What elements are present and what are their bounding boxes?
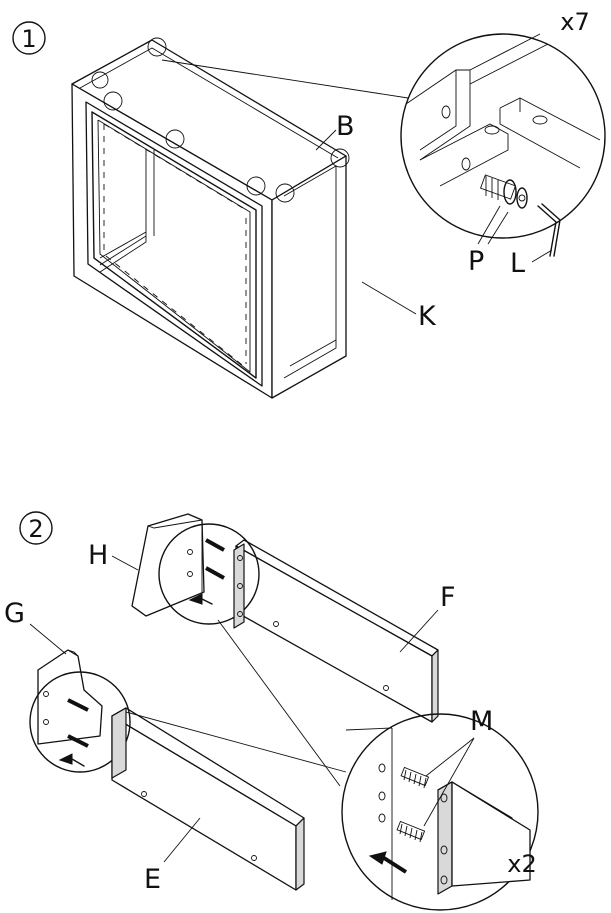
zoom-joint-bottom [29,671,131,779]
step-2-number: 2 [28,515,43,543]
label-F: F [440,582,456,613]
rail-F [235,539,439,723]
label-L: L [510,248,525,279]
leg-G [37,649,103,745]
step-1-number: 1 [21,25,36,53]
zoom-joint-dowels [341,713,539,911]
side-panel [271,155,347,399]
zoom-detail-screws [400,33,606,263]
label-K: K [418,301,437,332]
rail-E [111,707,305,891]
dowel-M-upper [400,766,430,789]
quantity-x2: x2 [507,850,536,878]
step-1: 1 [12,8,606,399]
step-2-circle [19,511,53,545]
screw-P [479,174,528,209]
label-H: H [88,540,108,571]
dowel-M-lower [396,820,426,843]
label-P: P [468,246,484,277]
hex-key-L [537,205,557,257]
label-G: G [4,598,25,629]
step-2: 2 H F [4,511,539,911]
label-B: B [336,111,355,142]
zoom-joint-top [158,520,260,629]
cabinet-frame [71,37,409,399]
label-E: E [144,864,161,895]
quantity-x7: x7 [560,8,589,36]
label-M: M [470,706,493,737]
step-1-circle [12,21,46,55]
